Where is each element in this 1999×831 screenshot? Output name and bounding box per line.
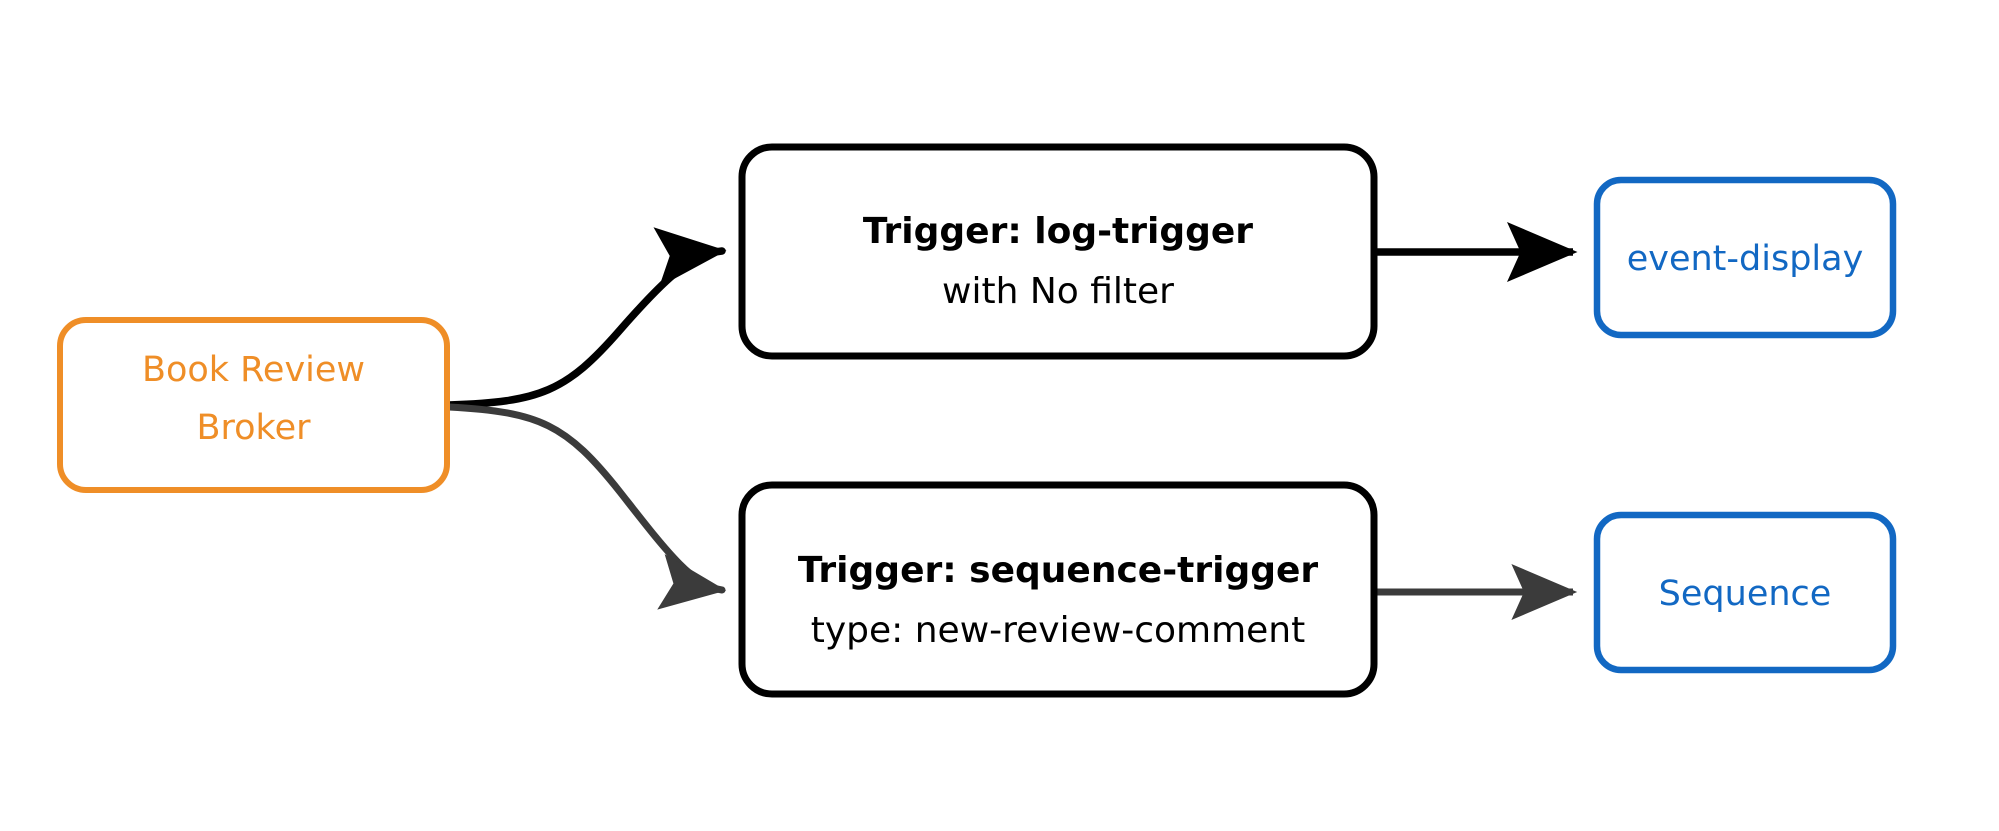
- node-broker[interactable]: Book Review Broker: [57, 317, 450, 493]
- log-trigger-subtitle: with No filter: [942, 271, 1174, 312]
- node-log-trigger[interactable]: Trigger: log-trigger with No filter: [738, 143, 1378, 360]
- edge-layer: [445, 222, 1578, 621]
- broker-label-line2: Broker: [197, 408, 312, 448]
- edge-broker-to-sequence-trigger: [445, 403, 727, 610]
- sequence-box[interactable]: [1593, 511, 1897, 674]
- event-display-box[interactable]: [1593, 176, 1897, 339]
- broker-box[interactable]: [57, 317, 450, 493]
- sequence-label: Sequence: [1659, 574, 1832, 614]
- edge-broker-to-log-trigger: [445, 227, 727, 409]
- broker-label-line1: Book Review: [142, 350, 365, 390]
- log-trigger-title: Trigger: log-trigger: [863, 211, 1253, 252]
- sequence-trigger-subtitle: type: new-review-comment: [811, 610, 1305, 651]
- node-event-display[interactable]: event-display: [1593, 176, 1897, 339]
- event-display-label: event-display: [1627, 239, 1864, 279]
- sequence-trigger-title: Trigger: sequence-trigger: [798, 550, 1319, 591]
- node-sequence-trigger[interactable]: Trigger: sequence-trigger type: new-revi…: [738, 481, 1378, 698]
- sequence-trigger-box[interactable]: [738, 481, 1378, 698]
- log-trigger-box[interactable]: [738, 143, 1378, 360]
- node-sequence[interactable]: Sequence: [1593, 511, 1897, 674]
